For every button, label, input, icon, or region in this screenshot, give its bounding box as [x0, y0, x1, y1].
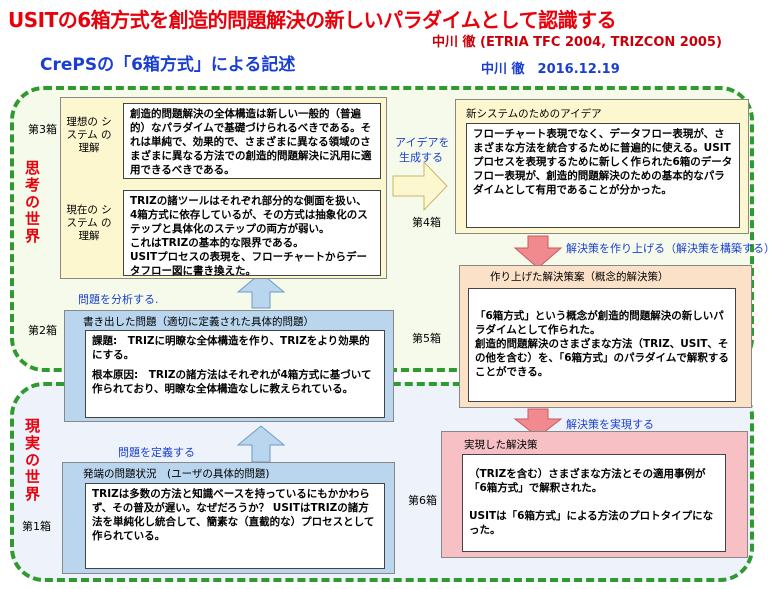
- down-arrow-4-to-5: [513, 235, 563, 269]
- thinking-world-label: 思考の世界: [23, 160, 41, 245]
- box3-understanding: 理想の システム の理解 創造的問題解決の全体構造は新しい一般的（普遍的）なパラ…: [60, 97, 387, 279]
- box4-title: 新システムのためのアイデア: [466, 108, 602, 120]
- box2-task: 課題: TRIZに明瞭な全体構造を作り、TRIZをより効果的にする。: [92, 335, 370, 361]
- generate-ideas-arrow-label-1: アイデアを: [395, 136, 450, 149]
- box3-number: 第3箱: [28, 123, 57, 136]
- box2-number: 第2箱: [28, 324, 57, 337]
- box6-number: 第6箱: [408, 494, 437, 507]
- right-arrow-3-to-4: [392, 160, 448, 212]
- box4-ideas: 新システムのためのアイデア フローチャート表現でなく、データフロー表現が、さまざ…: [455, 99, 749, 234]
- page-title: USITの6箱方式を創造的問題解決の新しいパラダイムとして認識する: [8, 8, 617, 32]
- analyze-problem-arrow-label: 問題を分析する.: [78, 293, 159, 306]
- box6-title: 実現した解決策: [464, 439, 538, 451]
- box4-content: フローチャート表現でなく、データフロー表現が、さまざまな方法を統合するために普遍…: [466, 123, 740, 228]
- generate-ideas-arrow-label-2: 生成する: [399, 151, 443, 164]
- current-system-text-1: TRIZの諸ツールはそれぞれ部分的な側面を扱い、4箱方式に依存しているが、その方…: [130, 195, 368, 235]
- box5-title: 作り上げた解決策案（概念的解決策）: [490, 271, 669, 283]
- box2-root-cause: 根本原因: TRIZの諸方法はそれぞれが4箱方式に基づいて作られており、明瞭な全…: [92, 369, 372, 395]
- author-citation: 中川 徹 (ETRIA TFC 2004, TRIZCON 2005): [432, 35, 722, 50]
- up-arrow-2-to-3: [236, 272, 286, 309]
- author-date: 中川 徹 2016.12.19: [481, 62, 620, 77]
- box5-text-1: 「6箱方式」という概念が創造的問題解決の新しいパラダイムとして作られた。: [475, 310, 724, 336]
- reality-world-label: 現実の世界: [23, 418, 41, 503]
- box6-text-1: （TRIZを含む）さまざまな方法とその適用事例が「6箱方式」で解釈された。: [469, 468, 706, 494]
- box2-content: 課題: TRIZに明瞭な全体構造を作り、TRIZをより効果的にする。 根本原因:…: [85, 330, 385, 418]
- current-system-text: TRIZの諸ツールはそれぞれ部分的な側面を扱い、4箱方式に依存しているが、その方…: [123, 190, 381, 277]
- box4-number: 第4箱: [412, 216, 441, 229]
- box1-title: 発端の問題状況 (ユーザの具体的問題): [83, 468, 270, 480]
- box5-number: 第5箱: [412, 332, 441, 345]
- box2-problem: 書き出した問題（適切に定義された具体的問題） 課題: TRIZに明瞭な全体構造を…: [64, 310, 394, 422]
- box6-realized-solution: 実現した解決策 （TRIZを含む）さまざまな方法とその適用事例が「6箱方式」で解…: [441, 431, 748, 558]
- current-system-text-2: これはTRIZの基本的な限界である。: [130, 237, 304, 249]
- box2-title: 書き出した問題（適切に定義された具体的問題）: [83, 316, 314, 328]
- define-problem-arrow-label: 問題を定義する: [118, 446, 195, 459]
- ideal-system-text: 創造的問題解決の全体構造は新しい一般的（普遍的）なパラダイムで基礎づけられるべき…: [123, 103, 381, 179]
- up-arrow-1-to-2: [236, 425, 286, 463]
- current-system-label: 現在の システム の理解: [66, 204, 112, 242]
- box1-initial-problem: 発端の問題状況 (ユーザの具体的問題) TRIZは多数の方法と知識ベースを持って…: [62, 462, 395, 574]
- current-system-text-3: USITプロセスの表現を、フローチャートからデータフロー図に書き換えた。: [130, 251, 368, 277]
- box6-content: （TRIZを含む）さまざまな方法とその適用事例が「6箱方式」で解釈された。 US…: [462, 454, 726, 552]
- box5-content: 「6箱方式」という概念が創造的問題解決の新しいパラダイムとして作られた。 創造的…: [468, 288, 736, 402]
- box5-text-2: 創造的問題解決のさまざまな方法（TRIZ、USIT、その他を含む）を、「6箱方式…: [475, 338, 729, 378]
- ideal-system-label: 理想の システム の理解: [66, 116, 112, 154]
- down-arrow-5-to-6: [513, 408, 563, 438]
- box6-text-2: USITは「6箱方式」による方法のプロトタイプになった。: [469, 510, 714, 536]
- page-subtitle: CrePSの「6箱方式」による記述: [40, 55, 296, 75]
- implement-solution-arrow-label: 解決策を実現する: [566, 418, 654, 431]
- build-solution-arrow-label: 解決策を作り上げる（解決策を構築する）: [566, 242, 771, 255]
- box1-number: 第1箱: [22, 520, 51, 533]
- box5-conceptual-solution: 作り上げた解決策案（概念的解決策） 「6箱方式」という概念が創造的問題解決の新し…: [459, 265, 752, 408]
- box1-content: TRIZは多数の方法と知識ベースを持っているにもかかわらず、その普及が遅い。なぜ…: [85, 483, 385, 569]
